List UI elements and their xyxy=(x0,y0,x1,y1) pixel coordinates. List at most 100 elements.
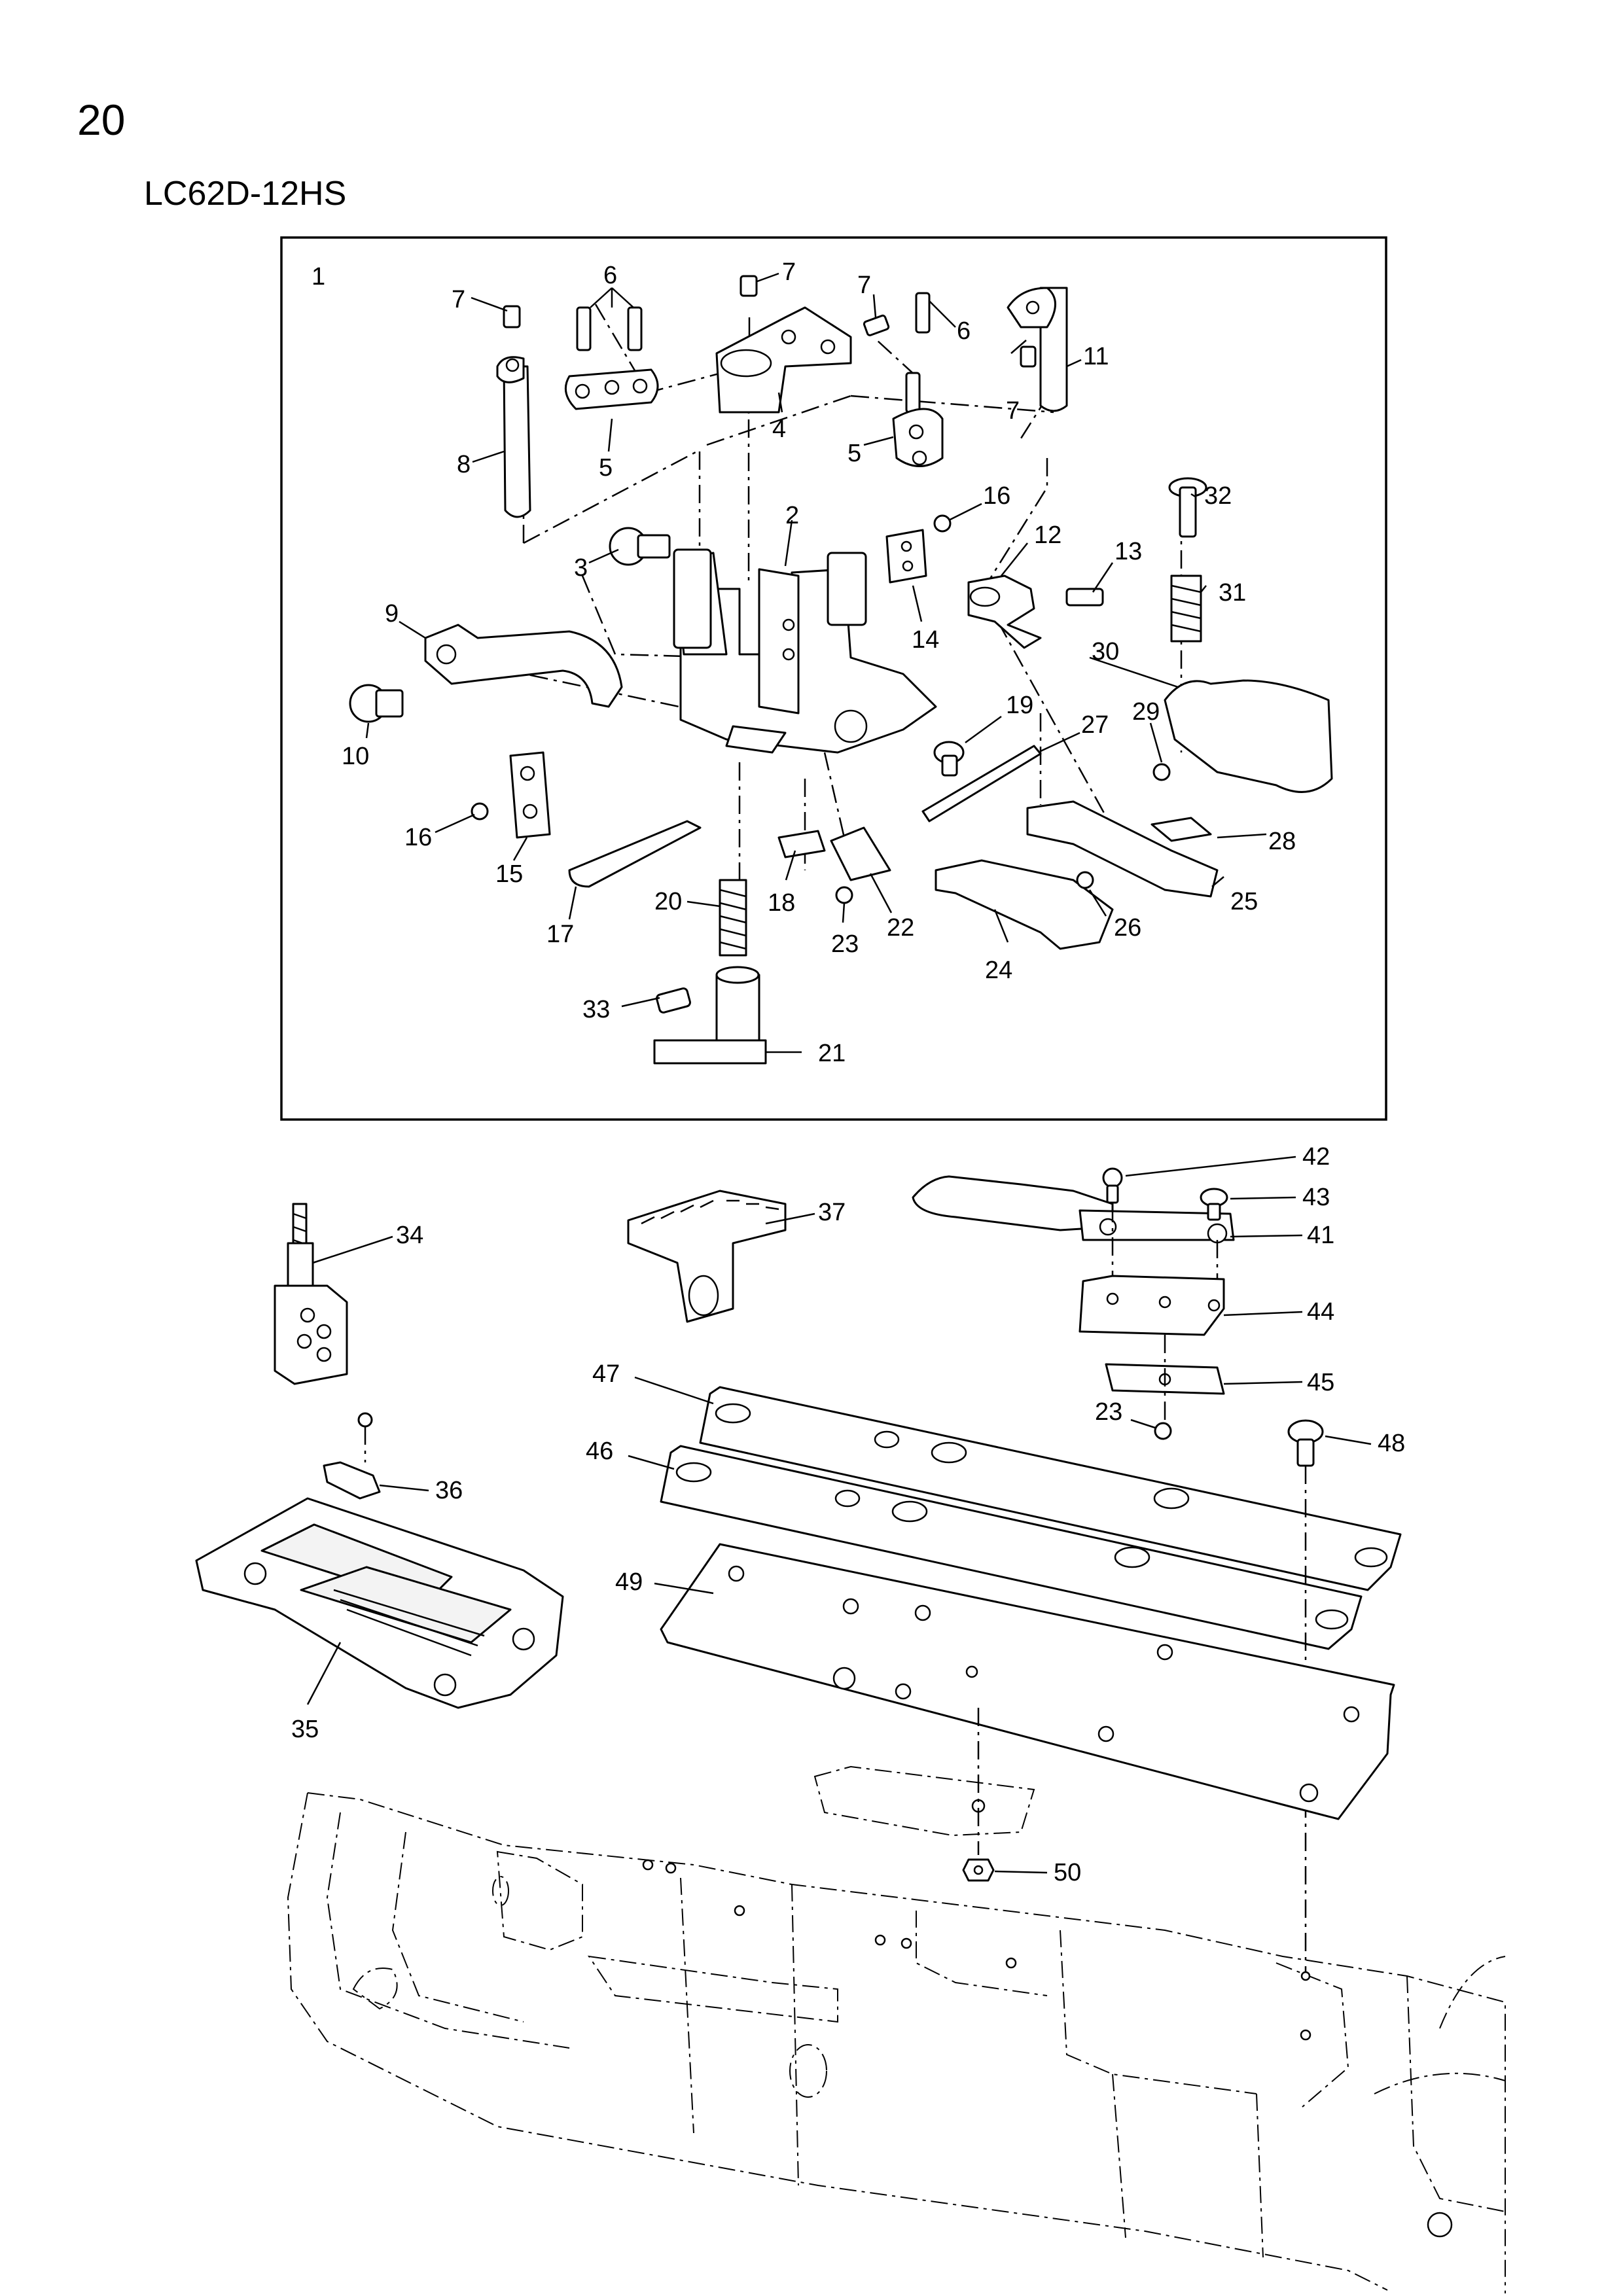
part-49-base-plate: 49 xyxy=(615,1543,1395,1820)
part-28-holder xyxy=(1150,817,1212,842)
callout-49: 49 xyxy=(615,1568,643,1596)
part-43-screw xyxy=(1200,1188,1228,1221)
part-44-plate xyxy=(1079,1275,1225,1336)
callout-42: 42 xyxy=(1302,1143,1330,1171)
callout-25: 25 xyxy=(1230,888,1258,915)
callout-4: 4 xyxy=(772,415,786,443)
part-42-screw xyxy=(1102,1167,1123,1204)
part-14-bracket xyxy=(885,529,927,584)
callout-7: 7 xyxy=(1006,397,1020,425)
part-29-screw xyxy=(1152,763,1171,781)
callout-20: 20 xyxy=(654,888,682,915)
callout-43: 43 xyxy=(1302,1184,1330,1211)
part-22-holder xyxy=(830,826,891,881)
callout-34: 34 xyxy=(396,1222,423,1249)
callout-33: 33 xyxy=(582,996,610,1023)
part-10-screw xyxy=(349,684,404,723)
callout-15: 15 xyxy=(495,860,523,888)
part-3-screw xyxy=(609,527,671,566)
callout-28: 28 xyxy=(1268,828,1296,855)
page-number: 20 xyxy=(77,96,126,144)
part-13-screw xyxy=(1065,588,1104,607)
callout-16: 16 xyxy=(983,482,1010,510)
callout-17: 17 xyxy=(546,921,574,948)
callout-35: 35 xyxy=(291,1716,319,1743)
part-7-screw-a xyxy=(503,305,521,328)
part-6-pins-right xyxy=(905,292,931,414)
part-4-lever xyxy=(715,306,852,414)
part-35-needle-plate: 35 xyxy=(195,1497,564,1743)
part-11-shaft xyxy=(1007,287,1068,412)
part-17-blade xyxy=(568,820,702,888)
part-47-slide-plate: 47 xyxy=(592,1360,1402,1591)
callout-10: 10 xyxy=(342,743,369,770)
callout-19: 19 xyxy=(1006,692,1033,719)
part-5-link-right xyxy=(892,408,944,467)
part-16-screw-a xyxy=(933,514,952,533)
part-7-screw-b xyxy=(740,275,758,297)
callout-31: 31 xyxy=(1219,579,1246,607)
part-25-plate xyxy=(1026,800,1219,898)
part-19-screw xyxy=(933,741,965,777)
callout-2: 2 xyxy=(785,502,799,529)
part-31-spring xyxy=(1170,574,1202,643)
callout-26: 26 xyxy=(1114,914,1141,942)
assembly-parts xyxy=(349,275,1333,1065)
part-24-plate xyxy=(935,859,1114,950)
callout-27: 27 xyxy=(1081,711,1109,739)
part-50-nut: 50 xyxy=(813,1708,1081,1886)
callout-22: 22 xyxy=(887,914,914,942)
callout-23: 23 xyxy=(1095,1398,1122,1426)
part-2-frame xyxy=(673,548,937,754)
part-18-holder xyxy=(777,830,826,858)
part-33-screw xyxy=(656,987,691,1014)
callout-23: 23 xyxy=(831,930,859,958)
callout-8: 8 xyxy=(457,451,471,478)
part-6-pins-left xyxy=(576,306,643,351)
callout-11: 11 xyxy=(1083,343,1109,370)
part-16-screw-b xyxy=(471,802,489,821)
part-41-knife xyxy=(912,1175,1235,1244)
part-7-screw-c xyxy=(863,314,890,336)
callout-48: 48 xyxy=(1378,1430,1405,1457)
part-8-bar xyxy=(496,356,531,518)
callout-37: 37 xyxy=(818,1199,846,1226)
knife-leader-lines xyxy=(1125,1156,1303,1429)
callout-3: 3 xyxy=(574,554,588,582)
part-46-slide-plate: 46 xyxy=(586,1438,1363,1650)
callout-16: 16 xyxy=(404,824,432,851)
callout-47: 47 xyxy=(592,1360,620,1388)
part-34-needle-clamp: 34 xyxy=(274,1203,423,1385)
part-20-spring xyxy=(719,879,747,957)
assembly-frame xyxy=(280,236,1387,1121)
callout-41: 41 xyxy=(1307,1222,1334,1249)
part-48-screw: 48 xyxy=(1287,1419,1405,1467)
callout-7: 7 xyxy=(857,272,871,299)
callout-36: 36 xyxy=(435,1477,463,1504)
callout-6: 6 xyxy=(957,317,971,345)
callout-21: 21 xyxy=(818,1040,846,1067)
callout-5: 5 xyxy=(599,454,613,482)
callout-6: 6 xyxy=(603,262,617,289)
callout-12: 12 xyxy=(1034,521,1061,549)
callout-45: 45 xyxy=(1307,1369,1334,1396)
part-15-plate xyxy=(509,751,551,839)
part-9-arm xyxy=(424,624,623,708)
assembly-label: 1 xyxy=(312,263,325,291)
part-36-guard: 36 xyxy=(323,1412,463,1504)
callout-5: 5 xyxy=(847,440,861,467)
callout-46: 46 xyxy=(586,1438,613,1465)
part-23-screw-a xyxy=(835,886,853,904)
part-32-screw xyxy=(1168,477,1207,538)
callout-29: 29 xyxy=(1132,698,1160,726)
callout-30: 30 xyxy=(1092,638,1119,665)
part-23-screw-b xyxy=(1154,1422,1172,1440)
callout-18: 18 xyxy=(768,889,795,917)
callout-9: 9 xyxy=(385,600,399,627)
model-title: LC62D-12HS xyxy=(144,175,347,213)
part-37-feed-dog: 37 xyxy=(627,1190,846,1323)
part-5-link-left xyxy=(564,368,659,410)
knife-center-line xyxy=(1111,1204,1219,1423)
machine-bed-outline xyxy=(287,1792,1506,2293)
